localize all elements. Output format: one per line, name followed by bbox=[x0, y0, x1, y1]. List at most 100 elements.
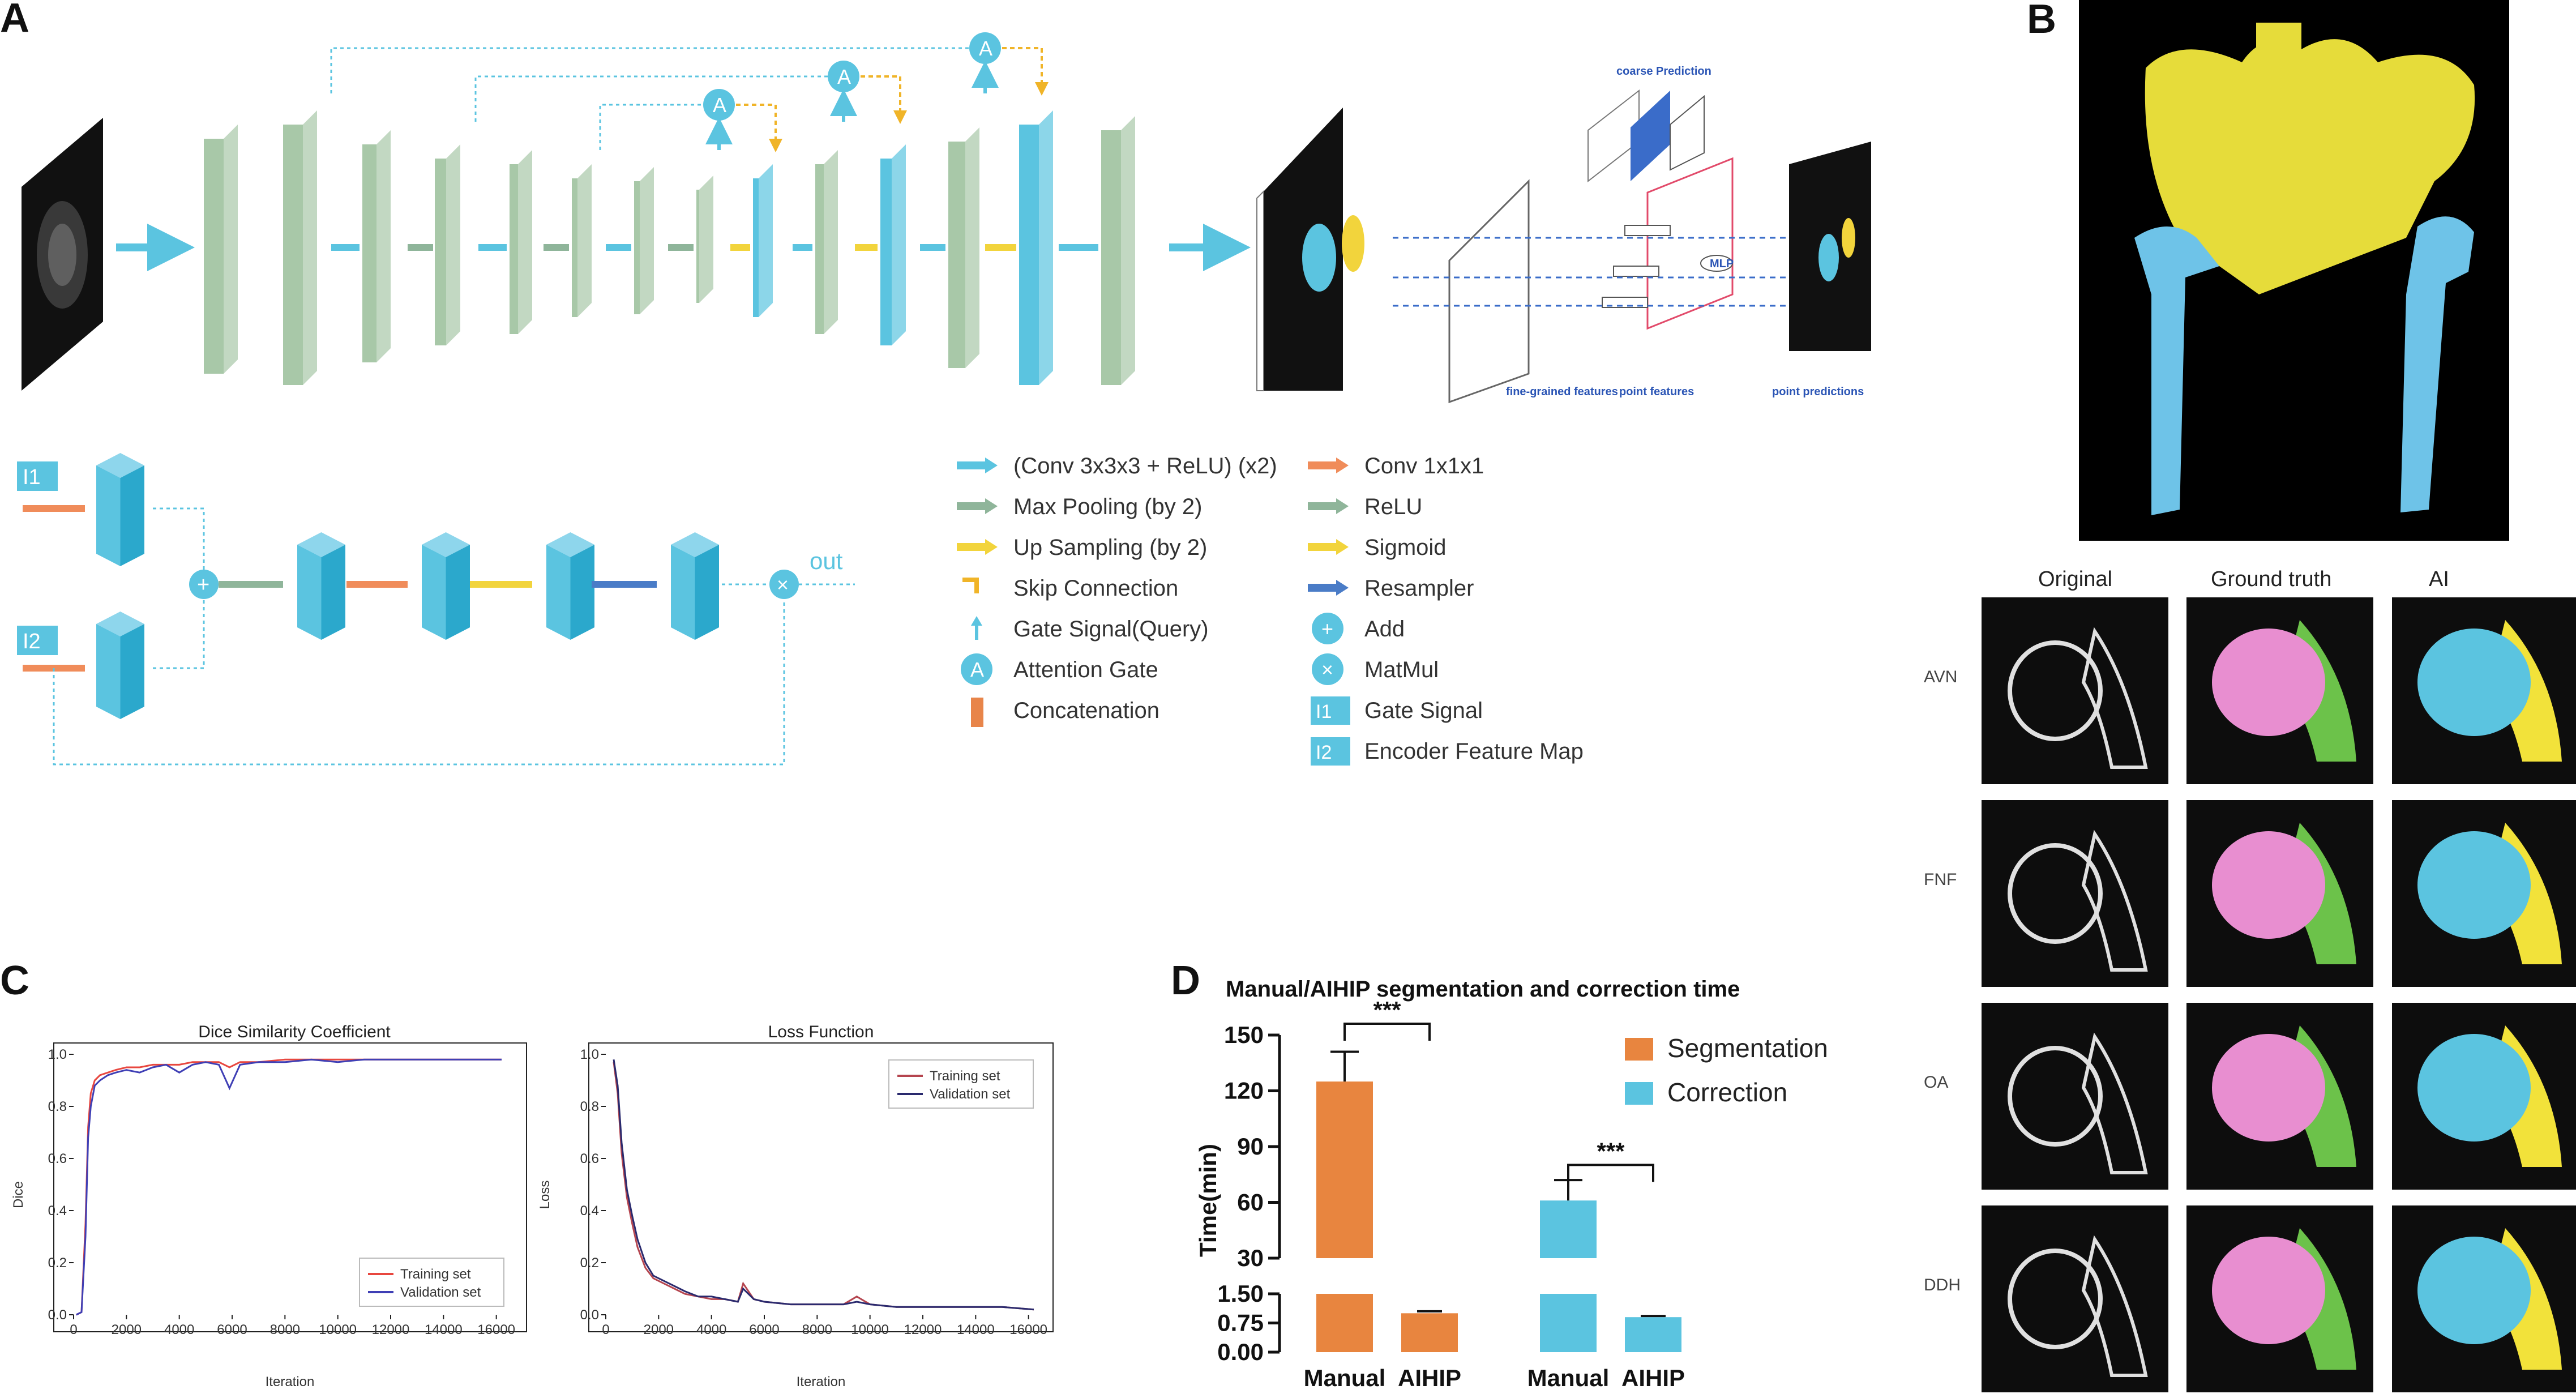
unet-block-side bbox=[699, 176, 713, 303]
legend-swatch-glyph: I2 bbox=[1316, 742, 1332, 763]
y-tick-label: 0.75 bbox=[1217, 1310, 1264, 1336]
legend-label: Validation set bbox=[930, 1087, 1011, 1102]
y-tick-label: 0.2 bbox=[580, 1255, 599, 1271]
skip-connection-in bbox=[474, 75, 828, 122]
gate-signal-i1-label: I1 bbox=[23, 465, 41, 489]
unet-block bbox=[696, 190, 699, 303]
seg-image-cell bbox=[1982, 597, 2168, 784]
panel-d-bar-chart: Manual/AIHIP segmentation and correction… bbox=[1195, 977, 1828, 1391]
unet-block bbox=[880, 159, 892, 345]
y-tick-label: 0.0 bbox=[580, 1307, 599, 1323]
femoral-head-mask bbox=[2417, 1034, 2531, 1142]
gate-signal-i1-box bbox=[17, 461, 58, 491]
acetabulum-outline bbox=[2081, 627, 2148, 769]
legend-swatch-head bbox=[985, 498, 998, 514]
y-tick-label: 0.6 bbox=[580, 1151, 599, 1166]
row-label: DDH bbox=[1924, 1276, 1961, 1294]
significance-stars: *** bbox=[1373, 997, 1401, 1023]
legend-label: Resampler bbox=[1364, 576, 1474, 601]
y-tick-label: 0.8 bbox=[48, 1099, 67, 1114]
ag-block-left bbox=[671, 545, 695, 640]
unet-block bbox=[815, 164, 824, 334]
x-tick-label: 6000 bbox=[217, 1322, 247, 1337]
legend-swatch-head bbox=[1336, 498, 1349, 514]
ag-block-right bbox=[446, 545, 470, 640]
legend-swatch-glyph: A bbox=[970, 658, 984, 681]
legend-label: Segmentation bbox=[1667, 1033, 1828, 1063]
point-features-label: point features bbox=[1619, 386, 1694, 398]
legend-label: Encoder Feature Map bbox=[1364, 739, 1584, 764]
unet-block-side bbox=[824, 150, 838, 334]
seg-image-cell bbox=[1982, 1205, 2168, 1392]
x-tick-label: 16000 bbox=[1009, 1322, 1047, 1337]
ag-block-right bbox=[695, 545, 719, 640]
bone-outline bbox=[2008, 640, 2103, 741]
legend-swatch bbox=[971, 698, 983, 727]
ag-block-left bbox=[96, 465, 121, 566]
y-tick-label: 0.00 bbox=[1217, 1339, 1264, 1365]
skip-connection-in bbox=[330, 47, 969, 93]
ag-block-right bbox=[120, 465, 144, 566]
significance-bracket bbox=[1567, 1164, 1654, 1182]
seg-image-cell bbox=[1982, 800, 2168, 987]
ag-block-left bbox=[546, 545, 571, 640]
dice-title: Dice Similarity Coefficient bbox=[198, 1023, 391, 1041]
legend-swatch-head bbox=[985, 539, 998, 555]
gate-signal-i2-box bbox=[17, 626, 58, 655]
unet-block-side bbox=[640, 167, 654, 314]
ag-block-right bbox=[120, 624, 144, 719]
legend-swatch-glyph: + bbox=[1321, 617, 1333, 640]
x-tick-label: 2000 bbox=[644, 1322, 674, 1337]
y-tick-label: 1.50 bbox=[1217, 1280, 1264, 1307]
bar-upper bbox=[1316, 1081, 1373, 1258]
femoral-head-mask bbox=[2417, 831, 2531, 939]
legend-label: Up Sampling (by 2) bbox=[1013, 535, 1207, 560]
x-tick-label: 8000 bbox=[802, 1322, 832, 1337]
unet-block-side bbox=[892, 144, 906, 345]
legend-swatch bbox=[962, 578, 979, 593]
legend-label: Gate Signal(Query) bbox=[1013, 617, 1209, 642]
unet-block-side bbox=[518, 150, 532, 334]
point-predictions-label: point predictions bbox=[1772, 386, 1864, 398]
col-original: Original bbox=[2038, 567, 2112, 591]
legend-swatch-head bbox=[971, 616, 982, 626]
out-label: out bbox=[810, 548, 843, 574]
panel-a-legend: (Conv 3x3x3 + ReLU) (x2)Max Pooling (by … bbox=[957, 454, 1584, 766]
x-category-label: AIHIP bbox=[1621, 1365, 1685, 1391]
unet-block bbox=[572, 178, 577, 317]
unet-block bbox=[1019, 125, 1039, 385]
pelvis-bone bbox=[2145, 39, 2475, 294]
femoral-head-mask bbox=[2417, 629, 2531, 736]
y-tick-label: 150 bbox=[1224, 1021, 1264, 1048]
attention-gate-node bbox=[969, 32, 1001, 64]
legend-swatch bbox=[1311, 696, 1350, 725]
legend-swatch bbox=[1625, 1038, 1653, 1061]
right-femur bbox=[2400, 216, 2474, 512]
legend-box bbox=[888, 1059, 1034, 1109]
x-tick-label: 6000 bbox=[749, 1322, 779, 1337]
x-tick-label: 10000 bbox=[851, 1322, 889, 1337]
col-ground-truth: Ground truth bbox=[2211, 567, 2331, 591]
ag-block-left bbox=[297, 545, 322, 640]
loss-xlabel: Iteration bbox=[797, 1374, 846, 1390]
significance-stars: *** bbox=[1597, 1138, 1625, 1164]
femoral-head-mask bbox=[2212, 831, 2325, 939]
panel-a-network: AAA coarse Prediction MLP fine-grain bbox=[17, 32, 1871, 766]
matmul-node bbox=[769, 570, 799, 599]
legend-swatch-head bbox=[1336, 458, 1349, 473]
svg-text:×: × bbox=[777, 573, 789, 596]
series-line bbox=[76, 1058, 502, 1316]
x-tick-label: 16000 bbox=[477, 1322, 515, 1337]
acetabulum-outline bbox=[2081, 1032, 2148, 1174]
legend-label: Correction bbox=[1667, 1078, 1787, 1107]
bone-outline bbox=[2008, 1249, 2103, 1349]
legend-label: Training set bbox=[930, 1068, 1000, 1084]
femoral-head-mask bbox=[2417, 1237, 2531, 1344]
legend-swatch bbox=[961, 653, 992, 685]
svg-text:+: + bbox=[197, 573, 209, 597]
attention-gate-diagram: I1 I2 + × out bbox=[17, 453, 855, 766]
unet-blocks: AAA bbox=[204, 32, 1135, 385]
